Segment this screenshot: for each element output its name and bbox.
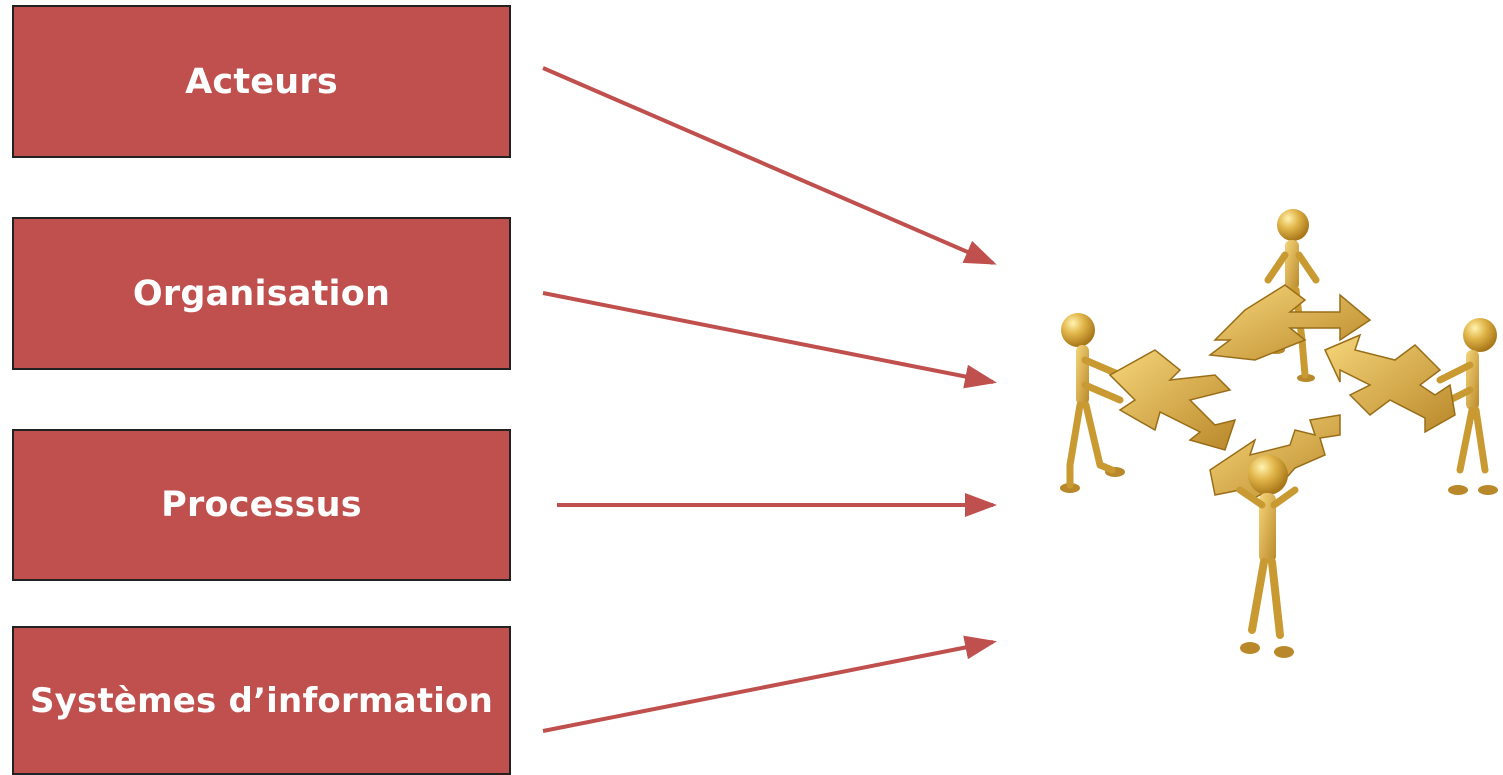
arrow-systemes-information xyxy=(542,635,997,733)
arrow-acteurs xyxy=(542,66,997,265)
box-systemes-information-label: Systèmes d’information xyxy=(29,680,494,721)
box-systemes-information: Systèmes d’information xyxy=(12,626,511,775)
left-arrow-piece xyxy=(1108,349,1237,451)
box-acteurs-label: Acteurs xyxy=(185,61,338,102)
top-arrow-piece xyxy=(1208,284,1372,361)
right-figure xyxy=(1436,318,1498,495)
box-processus: Processus xyxy=(12,429,511,581)
right-arrow-piece xyxy=(1323,333,1456,434)
teamwork-gold-figures-with-arrows-icon xyxy=(1060,209,1498,658)
box-organisation: Organisation xyxy=(12,217,511,370)
left-figure xyxy=(1060,313,1125,493)
box-acteurs: Acteurs xyxy=(12,5,511,158)
arrow-organisation xyxy=(542,291,997,389)
box-organisation-label: Organisation xyxy=(132,273,391,314)
bottom-figure xyxy=(1236,455,1299,658)
box-processus-label: Processus xyxy=(161,485,362,525)
